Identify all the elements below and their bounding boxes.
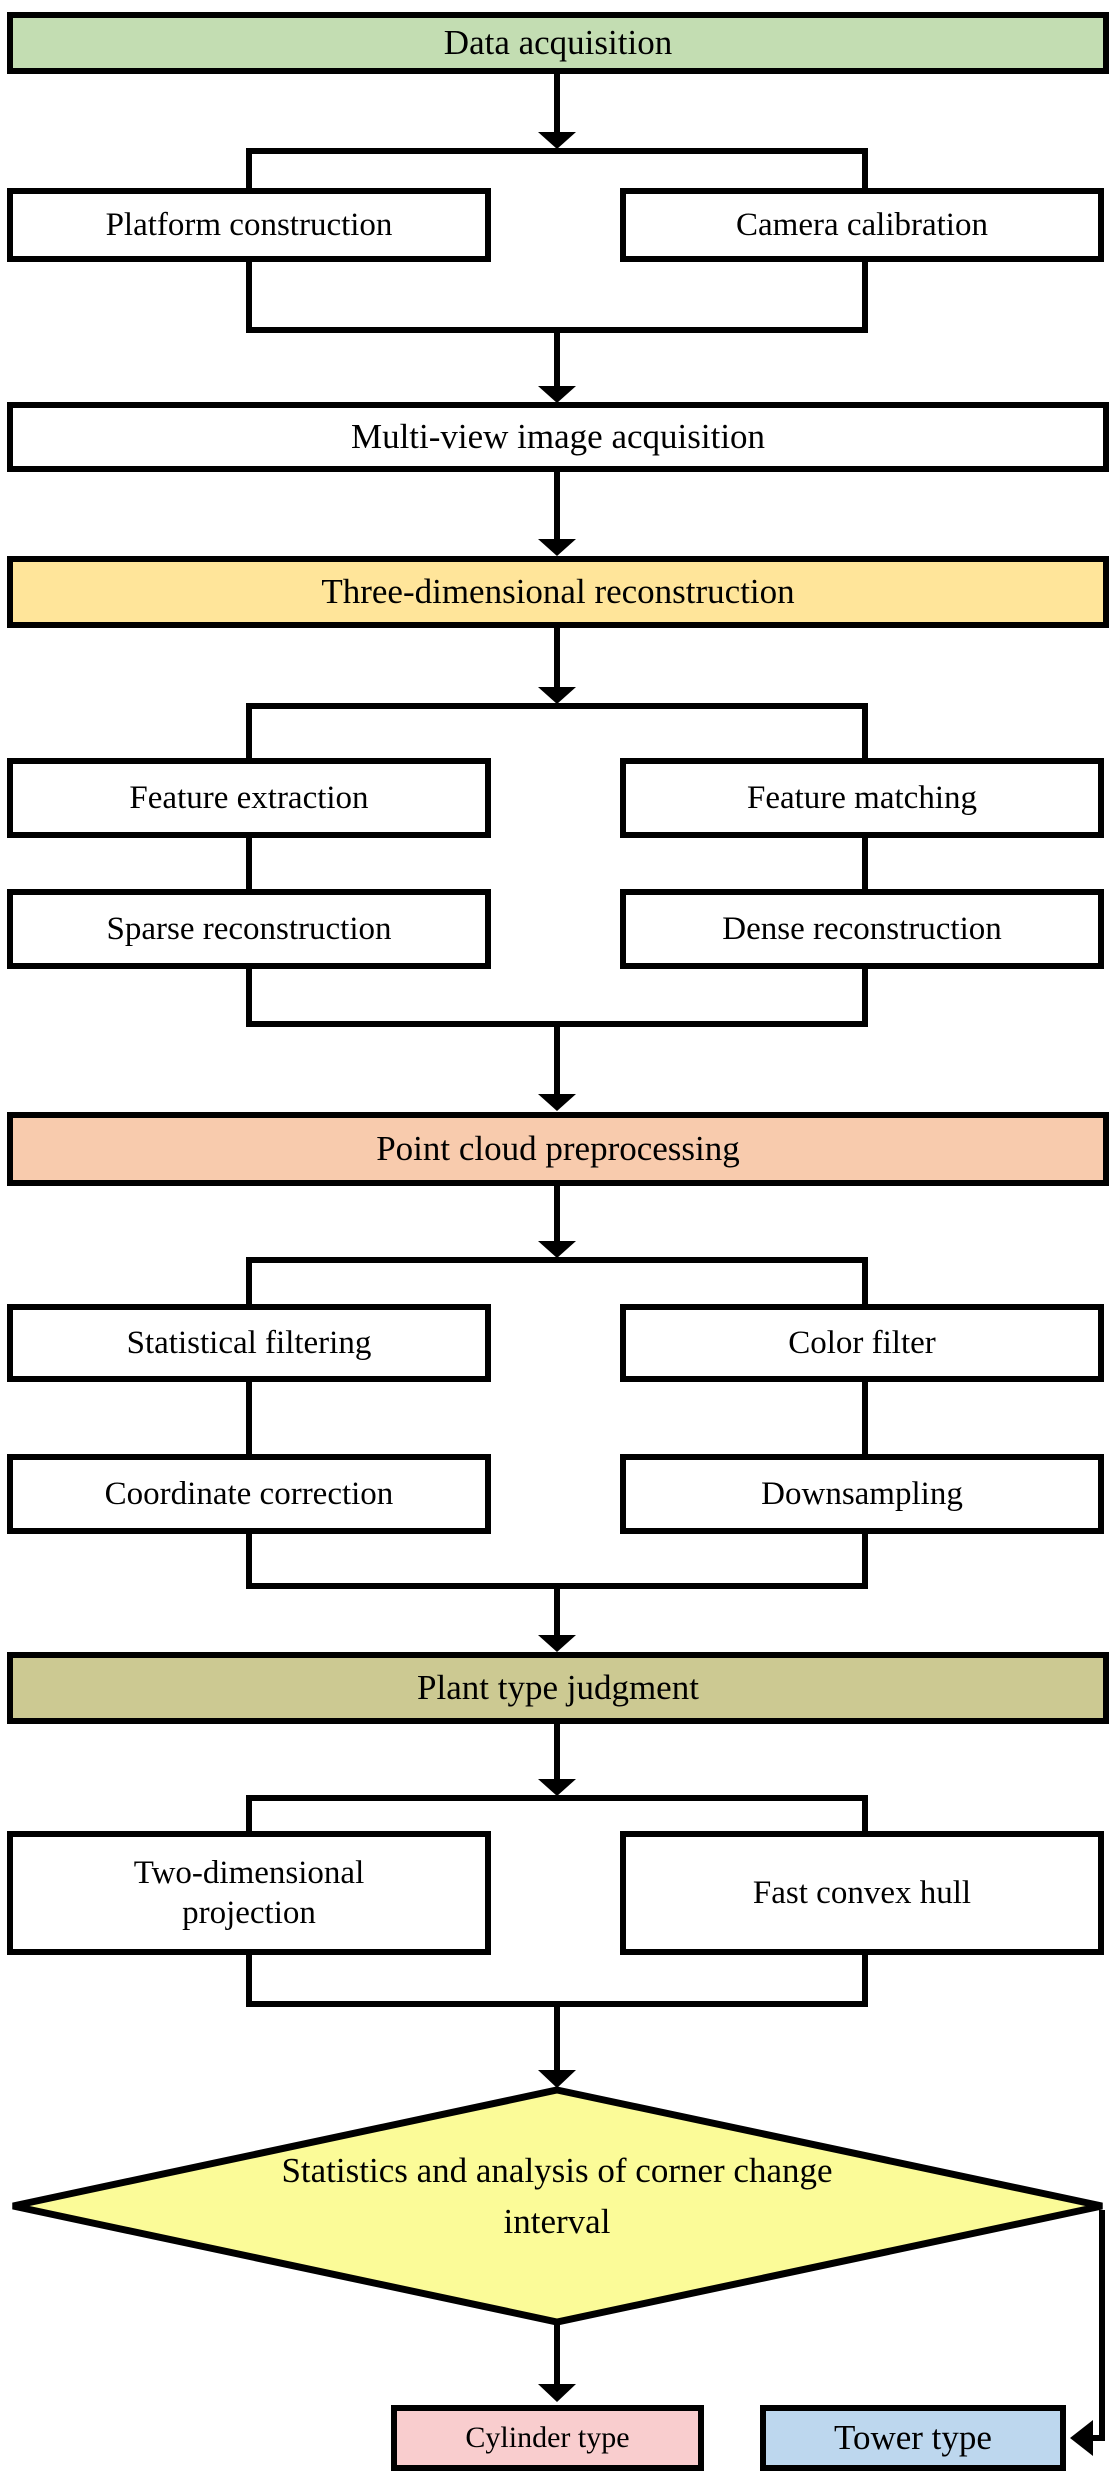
node-cylinder-type: Cylinder type [391, 2405, 704, 2471]
edge-bracket4-bottom [246, 1953, 868, 2007]
node-fast-convex-hull-label: Fast convex hull [752, 1874, 972, 1911]
node-tower-type: Tower type [760, 2405, 1066, 2471]
arrowhead-down-icon [538, 1094, 576, 1111]
node-fast-convex-hull: Fast convex hull [620, 1831, 1104, 1955]
node-downsampling-label: Downsampling [761, 1475, 963, 1512]
node-dense-reconstruction: Dense reconstruction [620, 889, 1104, 969]
node-dense-reconstruction-label: Dense reconstruction [722, 910, 1002, 947]
node-feature-extraction-label: Feature extraction [129, 779, 369, 816]
node-coordinate-correction-label: Coordinate correction [104, 1475, 394, 1512]
edge-bracket4-top [246, 1795, 868, 1834]
arrowhead-down-icon [538, 2070, 576, 2088]
node-color-filter: Color filter [620, 1304, 1104, 1382]
decision-diamond-label: Statistics and analysis of corner change… [281, 2151, 833, 2241]
node-two-dimensional-projection-label: Two-dimensional projection [133, 1854, 365, 1931]
edge-bracket3-top [246, 1257, 868, 1307]
node-color-filter-label: Color filter [788, 1324, 936, 1361]
node-two-dimensional-projection: Two-dimensional projection [7, 1831, 491, 1955]
node-tower-type-label: Tower type [834, 2418, 992, 2457]
arrowhead-down-icon [538, 1241, 576, 1258]
node-point-cloud-preprocessing: Point cloud preprocessing [7, 1112, 1109, 1186]
arrowhead-down-icon [538, 539, 576, 556]
node-multi-view-image-acquisition: Multi-view image acquisition [7, 402, 1109, 472]
node-coordinate-correction: Coordinate correction [7, 1454, 491, 1534]
node-platform-construction-label: Platform construction [105, 206, 393, 243]
arrowhead-down-icon [538, 687, 576, 704]
node-platform-construction: Platform construction [7, 188, 491, 262]
edge-bracket2-top [246, 703, 868, 762]
arrowhead-down-icon [538, 1635, 576, 1652]
node-three-dimensional-reconstruction-label: Three-dimensional reconstruction [321, 571, 795, 611]
node-feature-matching: Feature matching [620, 758, 1104, 838]
node-camera-calibration-label: Camera calibration [736, 206, 988, 243]
node-data-acquisition: Data acquisition [7, 12, 1109, 74]
node-feature-extraction: Feature extraction [7, 758, 491, 838]
arrowhead-down-icon [538, 1779, 576, 1796]
arrowhead-down-icon [538, 386, 576, 403]
node-camera-calibration: Camera calibration [620, 188, 1104, 262]
node-statistical-filtering: Statistical filtering [7, 1304, 491, 1382]
edge-bracket1-bottom [246, 260, 868, 333]
node-feature-matching-label: Feature matching [746, 779, 977, 816]
node-three-dimensional-reconstruction: Three-dimensional reconstruction [7, 556, 1109, 628]
node-multi-view-image-acquisition-label: Multi-view image acquisition [350, 416, 766, 456]
node-downsampling: Downsampling [620, 1454, 1104, 1534]
node-point-cloud-preprocessing-label: Point cloud preprocessing [376, 1128, 740, 1168]
node-plant-type-judgment: Plant type judgment [7, 1652, 1109, 1724]
arrowhead-down-icon [538, 2384, 576, 2402]
arrowhead-down-icon [538, 132, 576, 149]
node-cylinder-type-label: Cylinder type [465, 2421, 630, 2454]
node-sparse-reconstruction: Sparse reconstruction [7, 889, 491, 969]
node-data-acquisition-label: Data acquisition [443, 22, 673, 62]
node-plant-type-judgment-label: Plant type judgment [417, 1667, 699, 1707]
edge-bracket1-top [246, 148, 868, 192]
node-sparse-reconstruction-label: Sparse reconstruction [106, 910, 392, 947]
edge-bracket2-bottom [246, 967, 868, 1027]
edge-bracket3-bottom [246, 1532, 868, 1589]
arrowhead-left-icon [1070, 2420, 1093, 2456]
node-statistical-filtering-label: Statistical filtering [126, 1324, 372, 1361]
edge-to-tower [1092, 2210, 1105, 2441]
